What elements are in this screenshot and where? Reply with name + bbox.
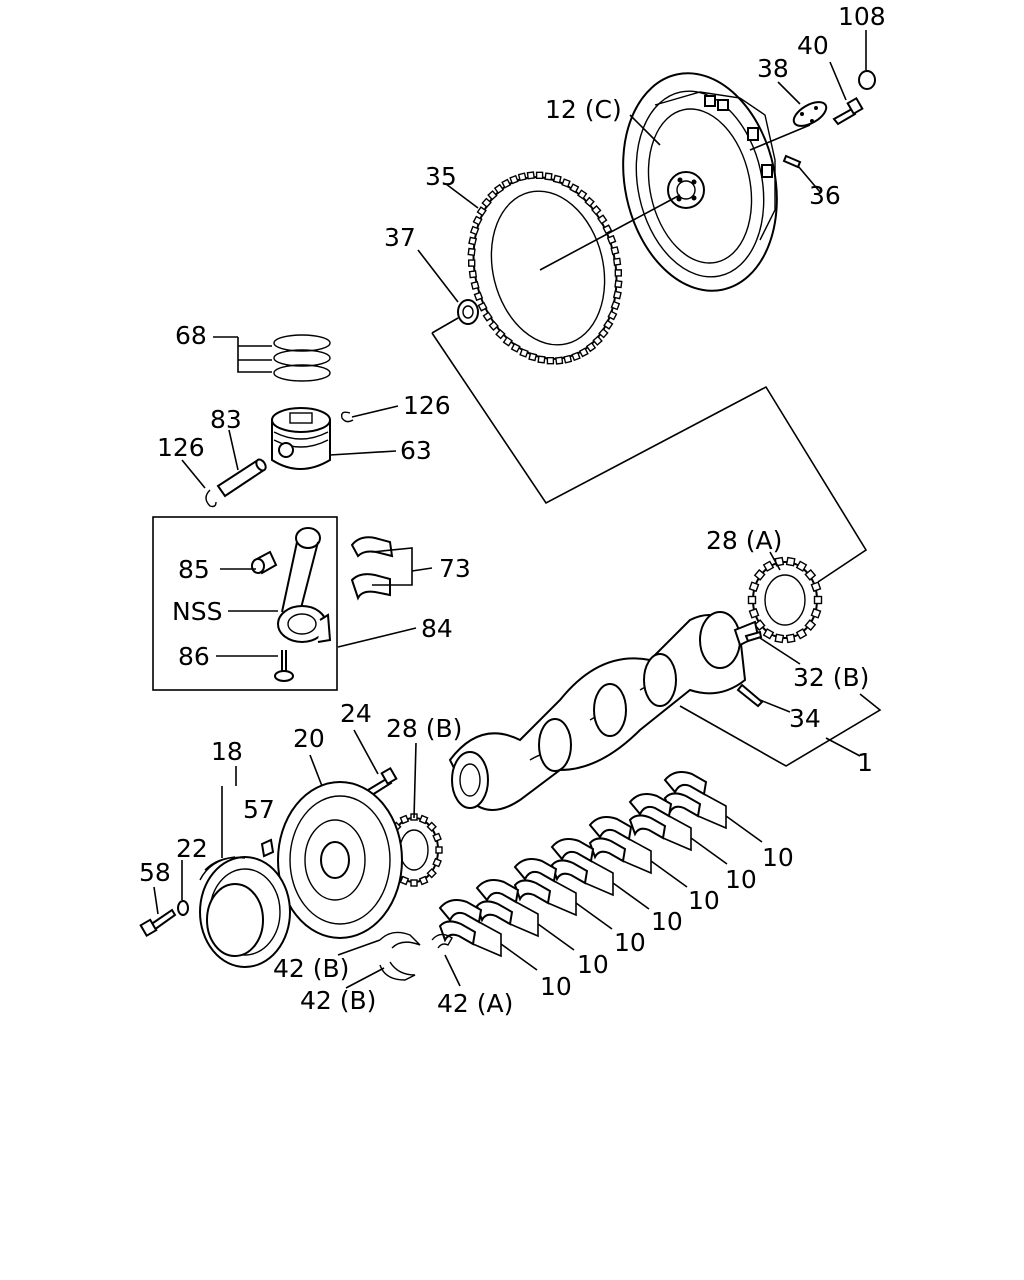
crank-pin xyxy=(736,683,764,708)
callout-40: 40 xyxy=(797,31,829,60)
callout-28a: 28 (A) xyxy=(706,526,782,555)
callout-126a: 126 xyxy=(403,391,451,420)
callout-10b: 10 xyxy=(725,865,757,894)
callout-1: 1 xyxy=(857,748,873,777)
callout-10e: 10 xyxy=(614,928,646,957)
callout-nss: NSS xyxy=(172,597,222,626)
callout-126b: 126 xyxy=(157,433,205,462)
piston-pin xyxy=(216,458,267,498)
damper-pulley xyxy=(199,856,291,968)
callout-36: 36 xyxy=(809,181,841,210)
callout-22: 22 xyxy=(176,834,208,863)
callout-35: 35 xyxy=(425,162,457,191)
crank-key xyxy=(744,630,763,643)
snap-ring-126-right xyxy=(340,411,354,423)
callout-63: 63 xyxy=(400,436,432,465)
front-bolt xyxy=(139,908,177,938)
connecting-rod-box xyxy=(152,516,338,691)
callout-68: 68 xyxy=(175,321,207,350)
callout-12c: 12 (C) xyxy=(545,95,622,124)
callout-20: 20 xyxy=(293,724,325,753)
pulley-pin xyxy=(260,838,275,858)
pulley-bolt xyxy=(366,766,398,797)
callout-10c: 10 xyxy=(688,886,720,915)
washer xyxy=(177,900,189,916)
callout-86: 86 xyxy=(178,642,210,671)
callout-85: 85 xyxy=(178,555,210,584)
ring-gear xyxy=(467,171,623,365)
flywheel-bolt xyxy=(832,96,864,126)
callout-28b: 28 (B) xyxy=(386,714,462,743)
callout-34: 34 xyxy=(789,704,821,733)
main-bearings xyxy=(438,771,763,971)
crank-pulley xyxy=(277,781,403,939)
rod-bolt xyxy=(274,650,294,682)
bolt-plate xyxy=(792,101,828,127)
crankshaft xyxy=(448,611,760,811)
callout-37: 37 xyxy=(384,223,416,252)
callout-24: 24 xyxy=(340,699,372,728)
callout-10a: 10 xyxy=(762,843,794,872)
callout-57: 57 xyxy=(243,795,275,824)
pilot-bearing xyxy=(457,299,479,325)
callout-10d: 10 xyxy=(651,907,683,936)
rod-bushing xyxy=(251,550,278,575)
timing-gear-a xyxy=(747,556,823,644)
snap-ring xyxy=(858,70,876,90)
callout-73: 73 xyxy=(439,554,471,583)
dowel-pin xyxy=(782,154,802,169)
callout-18: 18 xyxy=(211,737,243,766)
snap-ring-126-left xyxy=(205,489,217,508)
callout-84: 84 xyxy=(421,614,453,643)
callout-32b: 32 (B) xyxy=(793,663,869,692)
piston-rings xyxy=(273,334,331,382)
callout-42a: 42 (A) xyxy=(437,989,513,1018)
callout-42b-lower: 42 (B) xyxy=(300,986,376,1015)
callout-10g: 10 xyxy=(540,972,572,1001)
piston xyxy=(271,407,331,470)
thrust-washers xyxy=(379,931,453,981)
rod-bearing-73 xyxy=(350,536,394,601)
callout-10f: 10 xyxy=(577,950,609,979)
callout-38: 38 xyxy=(757,54,789,83)
connecting-rod xyxy=(277,527,332,643)
callout-108: 108 xyxy=(838,2,886,31)
callout-labels: 108 40 38 12 (C) 36 35 37 68 126 83 126 … xyxy=(139,2,886,1018)
callout-83: 83 xyxy=(210,405,242,434)
flywheel xyxy=(622,72,778,292)
callout-58: 58 xyxy=(139,858,171,887)
callout-42b-upper: 42 (B) xyxy=(273,954,349,983)
leader-lines xyxy=(153,30,882,989)
